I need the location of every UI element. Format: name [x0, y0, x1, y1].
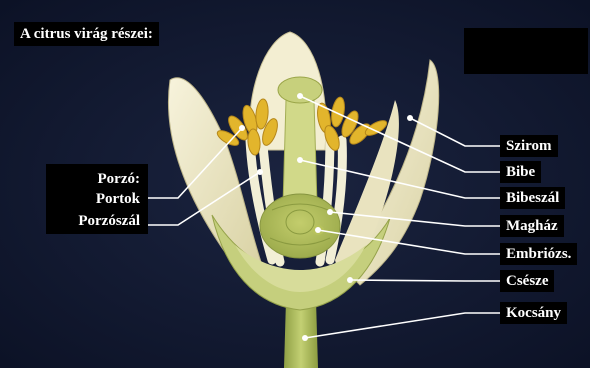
label-bibeszal: Bibeszál	[500, 187, 565, 209]
label-group-porzo: Porzó: Portok Porzószál	[46, 164, 148, 234]
label-csesze: Csésze	[500, 270, 554, 292]
style-shape	[283, 100, 317, 205]
label-embriozsak: Embriózs.	[500, 243, 577, 265]
label-szirom: Szirom	[500, 135, 558, 157]
redaction-box	[464, 28, 588, 74]
label-maghaz: Magház	[500, 215, 564, 237]
diagram-title: A citrus virág részei:	[14, 22, 159, 46]
label-bibe: Bibe	[500, 161, 541, 183]
label-portok: Portok	[96, 190, 140, 208]
stigma-shape	[278, 77, 322, 103]
label-porzo: Porzó:	[98, 170, 140, 188]
label-kocsany: Kocsány	[500, 302, 567, 324]
label-porzoszal: Porzószál	[78, 212, 140, 230]
